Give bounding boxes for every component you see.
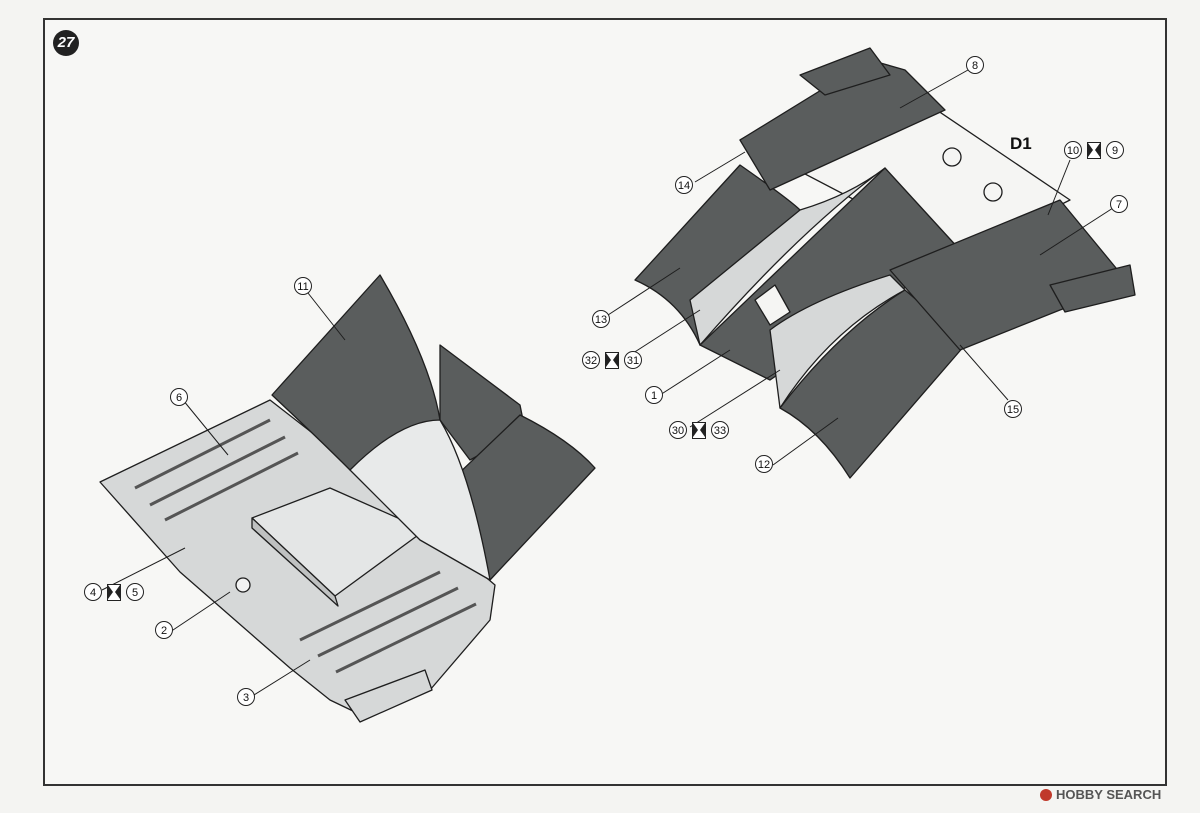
callout-10: 10 (1064, 141, 1082, 159)
right-cavity-hole (754, 284, 791, 326)
left-raised-pad-side (251, 517, 339, 607)
callout-33: 33 (711, 421, 729, 439)
right-tab-top (799, 47, 891, 96)
callout-15: 15 (1004, 400, 1022, 418)
callout-pair-10-9: 10 9 (1064, 140, 1124, 160)
callout-6: 6 (170, 388, 188, 406)
callout-9: 9 (1106, 141, 1124, 159)
right-hole-1 (942, 147, 962, 167)
glue-symbol-icon (692, 421, 706, 439)
callout-7: 7 (1110, 195, 1128, 213)
callout-32: 32 (582, 351, 600, 369)
callout-2: 2 (155, 621, 173, 639)
glue-symbol-icon (1087, 141, 1101, 159)
callout-4: 4 (84, 583, 102, 601)
glue-symbol-icon (107, 583, 121, 601)
callout-3: 3 (237, 688, 255, 706)
callout-30: 30 (669, 421, 687, 439)
left-inner-wall (349, 419, 491, 581)
left-pin-hole (235, 577, 251, 593)
callout-pair-30-33: 30 33 (669, 420, 729, 440)
step-number-badge: 27 (53, 30, 79, 56)
left-skid (344, 669, 433, 723)
right-hole-2 (983, 182, 1003, 202)
callout-5: 5 (126, 583, 144, 601)
callout-8: 8 (966, 56, 984, 74)
callout-12: 12 (755, 455, 773, 473)
callout-pair-4-5: 4 5 (84, 582, 144, 602)
watermark: HOBBY SEARCH (1040, 787, 1161, 802)
callout-11: 11 (294, 277, 312, 295)
callout-pair-32-31: 32 31 (582, 350, 642, 370)
callout-14: 14 (675, 176, 693, 194)
hobby-search-logo-icon (1040, 788, 1052, 801)
right-tab-bottom (1049, 264, 1136, 313)
callout-1: 1 (645, 386, 663, 404)
callout-13: 13 (592, 310, 610, 328)
watermark-text: HOBBY SEARCH (1056, 787, 1162, 802)
sprue-label-d1: D1 (1010, 134, 1032, 153)
glue-symbol-icon (605, 351, 619, 369)
right-light-divider-left (689, 167, 886, 346)
callout-31: 31 (624, 351, 642, 369)
